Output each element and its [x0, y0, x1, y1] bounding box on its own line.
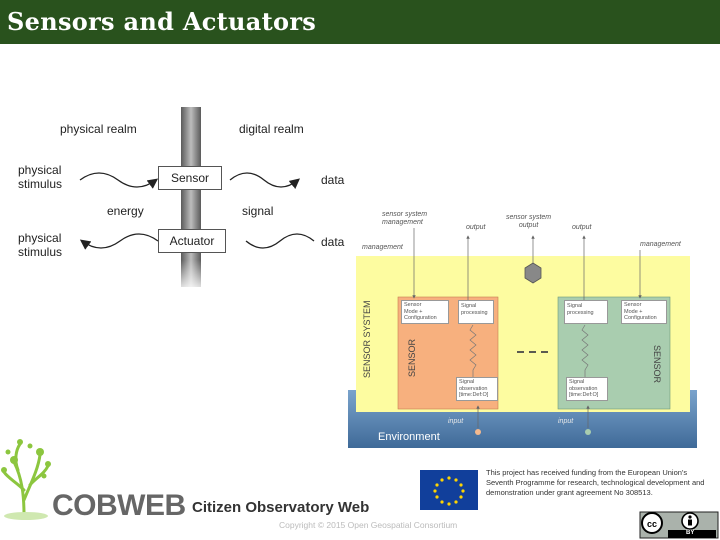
output-right-label: output	[572, 224, 592, 231]
output-left-label: output	[466, 224, 486, 231]
title-bar: Sensors and Actuators	[0, 0, 720, 44]
energy-label: energy	[107, 204, 144, 218]
environment-label: Environment	[378, 431, 440, 443]
cobweb-tree-logo	[2, 442, 50, 517]
input-right-label: input	[558, 418, 574, 425]
slide-title: Sensors and Actuators	[7, 7, 317, 36]
funding-notice: This project has received funding from t…	[486, 468, 705, 497]
stimulus-wave-out	[79, 233, 159, 250]
management-right-label: management	[640, 241, 681, 248]
stimulus-wave-in	[79, 172, 159, 189]
data-wave-in	[245, 233, 315, 249]
data-wave-out	[229, 172, 301, 189]
cobweb-subtitle: Citizen Observatory Web	[192, 499, 370, 516]
physical-realm-label: physical realm	[60, 122, 137, 136]
input-dot-right	[585, 429, 591, 435]
cc-icon	[641, 512, 663, 534]
cobweb-logo-text: COBWEB	[52, 489, 186, 522]
cc-by-label: BY	[686, 530, 695, 536]
data-label-bottom: data	[321, 235, 345, 249]
copyright-notice: Copyright © 2015 Open Geospatial Consort…	[279, 520, 458, 530]
digital-realm-label: digital realm	[239, 122, 304, 136]
svg-text:cc: cc	[647, 519, 657, 529]
input-dot-left	[475, 429, 481, 435]
actuator-box: Actuator	[158, 229, 226, 253]
sensor-box: Sensor	[158, 166, 222, 190]
data-label-top: data	[321, 173, 345, 187]
signal-label: signal	[242, 204, 274, 218]
management-left-label: management	[362, 244, 403, 251]
input-left-label: input	[448, 418, 464, 425]
